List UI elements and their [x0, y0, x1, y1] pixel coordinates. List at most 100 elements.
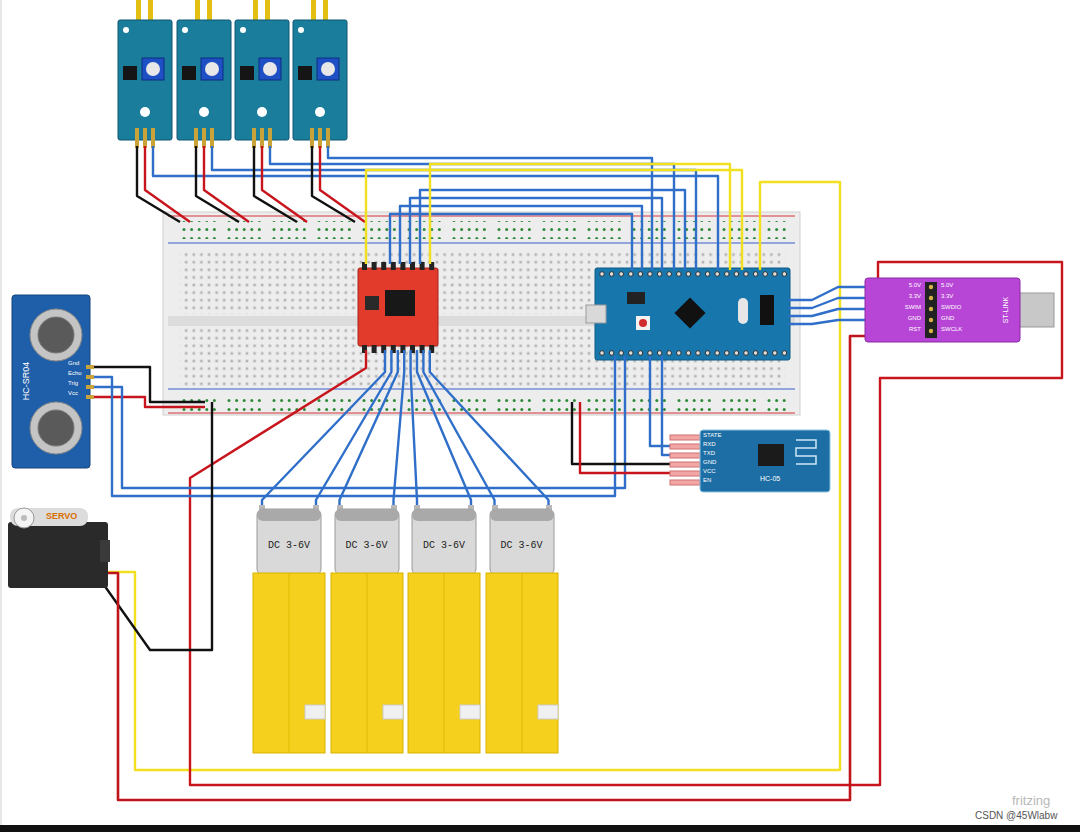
- header-pin: [696, 351, 701, 356]
- mount-hole: [315, 107, 325, 117]
- breadboard: [163, 212, 800, 415]
- wire: [430, 350, 549, 510]
- wire: [788, 320, 868, 324]
- pin-label: RXD: [703, 441, 716, 448]
- label-holder: SWIM: [905, 304, 921, 311]
- mount-hole: [240, 27, 246, 33]
- header-pin: [773, 351, 778, 356]
- wire: [788, 309, 868, 316]
- pin-label: SWDIO: [941, 304, 961, 311]
- header-pin: [929, 318, 933, 322]
- header-pin: [929, 329, 933, 333]
- part-name: DC 3-6V: [268, 539, 310, 552]
- wire: [366, 170, 742, 270]
- pin-label: 3.3V: [909, 293, 921, 300]
- servo-tab: [100, 540, 110, 562]
- header-pin: [310, 128, 314, 148]
- header-pin: [734, 272, 739, 277]
- header-pin: [670, 462, 700, 467]
- pin-label: RST: [909, 326, 921, 333]
- header-pin: [782, 351, 787, 356]
- transducer: [30, 402, 82, 454]
- pot-knob: [321, 62, 335, 76]
- gearbox-seam: [289, 573, 290, 753]
- gearbox: [408, 573, 480, 753]
- wire: [262, 146, 307, 222]
- wire: [430, 164, 730, 270]
- ground-rail-line: [168, 242, 795, 243]
- transducer: [30, 309, 82, 361]
- header-pin: [670, 453, 700, 458]
- motor-axle: [305, 705, 325, 719]
- header-pin: [763, 351, 768, 356]
- usb-port: [586, 305, 606, 323]
- header-pin: [929, 285, 933, 289]
- pin-label: Gnd: [68, 360, 79, 367]
- pin-label: SWIM: [905, 304, 921, 311]
- pin-label: 3.3V: [941, 293, 953, 300]
- pin-label: GND: [703, 459, 716, 466]
- potentiometer: [201, 58, 223, 80]
- ultrasonic-sensor: HC-SR04: [12, 295, 90, 468]
- pin-label: STATE: [703, 432, 721, 439]
- motor-can: [490, 509, 554, 575]
- pin-label: Echo: [68, 370, 82, 377]
- pin-label: Vcc: [68, 390, 78, 397]
- header-pin: [381, 262, 386, 270]
- transducer-mesh: [38, 317, 74, 353]
- header-pin: [715, 351, 720, 356]
- text-holder: DC 3-6V: [500, 539, 542, 552]
- motor-axle: [383, 705, 403, 719]
- header-pin: [667, 351, 672, 356]
- header-pin: [194, 128, 198, 148]
- sensor-board: [118, 20, 172, 140]
- label-holder: RST: [909, 326, 921, 333]
- sensor-board: [12, 295, 90, 468]
- part-name: DC 3-6V: [500, 539, 542, 552]
- header-pin: [715, 272, 720, 277]
- part-illustration: [700, 430, 830, 492]
- label-holder: fritzing: [1012, 793, 1050, 809]
- gearbox: [486, 573, 558, 753]
- header-pin: [372, 262, 377, 270]
- ir-sensor-module: [235, 0, 289, 148]
- ir-sensor-module: [293, 0, 347, 148]
- part-name: SERVO: [46, 511, 77, 522]
- header-pin: [773, 272, 778, 277]
- gearbox-seam: [444, 573, 445, 753]
- label-holder: STATE: [703, 432, 721, 439]
- text-holder: HC-05: [760, 474, 780, 483]
- mount-hole: [257, 107, 267, 117]
- header-pin: [782, 272, 787, 277]
- header-pin: [657, 272, 662, 277]
- frame-line: [1, 0, 2, 825]
- ground-rail-line: [168, 388, 795, 389]
- pin-header: [925, 282, 937, 338]
- header-pin: [629, 272, 634, 277]
- label-holder: 3.3V: [909, 293, 921, 300]
- bluetooth-board: [700, 430, 830, 492]
- header-pin: [744, 351, 749, 356]
- wire: [410, 198, 662, 270]
- header-pin: [86, 395, 94, 399]
- dc-gear-motor: DC 3-6V: [486, 505, 558, 753]
- sensor-board: [235, 20, 289, 140]
- reset-button-cap: [639, 319, 647, 327]
- power-wire: [108, 336, 865, 800]
- label-holder: 5.0V: [909, 282, 921, 289]
- wire: [788, 298, 868, 308]
- header-pin: [657, 351, 662, 356]
- driver-chip: [385, 290, 415, 316]
- header-pin: [929, 296, 933, 300]
- pin-label: VCC: [703, 468, 716, 475]
- header-pin: [86, 385, 94, 389]
- label-holder: Gnd: [68, 360, 79, 367]
- motor-axle: [538, 705, 558, 719]
- wire: [88, 356, 625, 488]
- pin-label: TXD: [703, 450, 715, 457]
- header-pin: [609, 351, 614, 356]
- wire: [190, 262, 1062, 785]
- header-pin: [260, 128, 264, 148]
- dc-gear-motor: DC 3-6V: [253, 505, 325, 753]
- pin-label: GND: [908, 315, 921, 322]
